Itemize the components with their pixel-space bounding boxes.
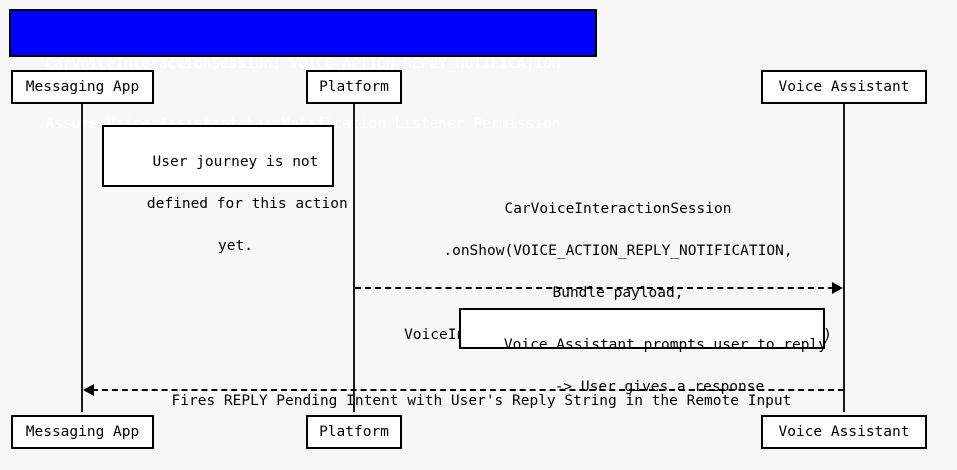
- lifeline-platform: [353, 104, 355, 412]
- message-arrowhead-reply-intent: [83, 384, 94, 396]
- note-user-journey-line-2: defined for this action: [146, 196, 348, 212]
- participant-label-platform-top: Platform: [319, 78, 389, 95]
- message-label-reply-intent-line-1: Fires REPLY Pending Intent with User's R…: [171, 393, 792, 409]
- lifeline-messaging-app: [81, 104, 83, 412]
- note-user-journey-line-1: User journey is not: [152, 154, 319, 170]
- diagram-title-box: CarVoiceInteractionSession: VOICE_ACTION…: [9, 9, 597, 132]
- participant-label-platform-bottom: Platform: [319, 423, 389, 440]
- participant-label-messaging-app-bottom: Messaging App: [25, 423, 140, 440]
- participant-box-top-voice-assistant[interactable]: Voice Assistant: [761, 70, 927, 104]
- participant-label-messaging-app-top: Messaging App: [25, 78, 140, 95]
- note-voice-prompt-line-2: -> User gives a response: [554, 379, 765, 395]
- participant-label-voice-assistant-top: Voice Assistant: [778, 78, 910, 95]
- lifeline-voice-assistant: [843, 104, 845, 412]
- participant-box-top-platform[interactable]: Platform: [306, 70, 402, 104]
- participant-box-bottom-platform[interactable]: Platform: [306, 415, 402, 449]
- participant-box-top-messaging-app[interactable]: Messaging App: [11, 70, 154, 104]
- message-label-onshow-line-1: CarVoiceInteractionSession: [504, 201, 732, 217]
- diagram-title-line-1: CarVoiceInteractionSession: VOICE_ACTION…: [45, 56, 561, 72]
- participant-label-voice-assistant-bottom: Voice Assistant: [778, 423, 910, 440]
- message-label-onshow-line-3: Bundle payload,: [552, 285, 684, 301]
- message-arrow-line-reply-intent: [92, 389, 844, 391]
- note-user-journey: User journey is not defined for this act…: [102, 125, 348, 254]
- message-label-onshow-line-2: .onShow(VOICE_ACTION_REPLY_NOTIFICATION,: [443, 243, 793, 259]
- note-voice-prompt: Voice Assistant prompts user to reply ->…: [459, 308, 827, 395]
- message-label-reply-intent: Fires REPLY Pending Intent with User's R…: [84, 370, 844, 433]
- message-arrowhead-onshow: [832, 282, 843, 294]
- participant-box-bottom-voice-assistant[interactable]: Voice Assistant: [761, 415, 927, 449]
- participant-box-bottom-messaging-app[interactable]: Messaging App: [11, 415, 154, 449]
- note-voice-prompt-line-1: Voice Assistant prompts user to reply: [503, 337, 827, 353]
- note-user-journey-line-3: yet.: [218, 238, 253, 254]
- message-arrow-line-onshow: [355, 287, 834, 289]
